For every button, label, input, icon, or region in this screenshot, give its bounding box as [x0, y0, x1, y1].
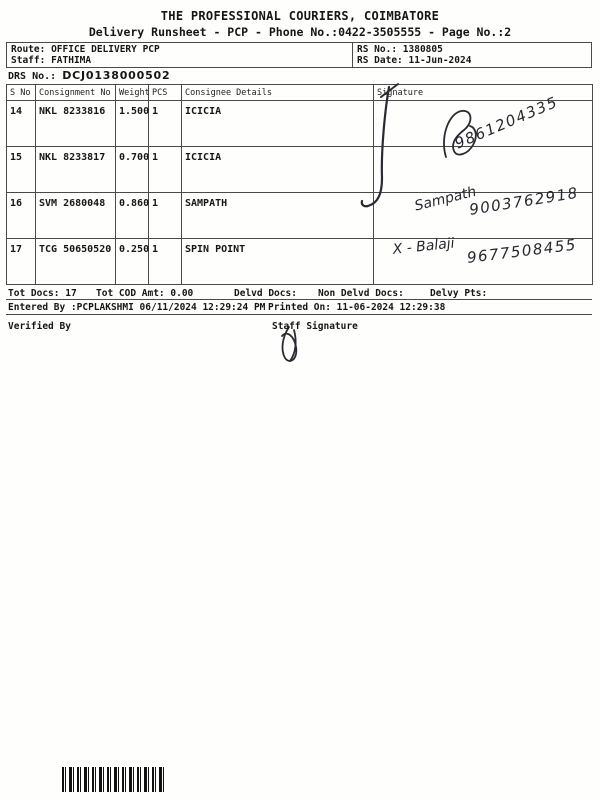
- tot-cod-value: 0.00: [170, 288, 194, 299]
- cell-consignment-no: NKL 8233817: [35, 146, 116, 193]
- divider-line: [6, 314, 592, 315]
- tot-docs-label: Tot Docs:: [8, 288, 60, 299]
- cell-weight: 0.250: [115, 238, 149, 285]
- staff-signature-scribble-tail: [289, 329, 297, 362]
- column-header-pcs: PCS: [148, 84, 182, 101]
- cell-weight: 0.700: [115, 146, 149, 193]
- rs-no-label: RS No.:: [357, 44, 398, 55]
- column-header-consignee-details: Consignee Details: [181, 84, 374, 101]
- cell-signature: [373, 146, 593, 193]
- drs-number-line: DRS No.: DCJ0138000502: [8, 69, 170, 82]
- table-header-row: S No Consignment No Weight PCS Consignee…: [6, 84, 593, 101]
- tot-cod: Tot COD Amt: 0.00: [96, 288, 193, 299]
- company-title: THE PROFESSIONAL COURIERS, COIMBATORE: [160, 9, 440, 23]
- staff-signature-label: Staff Signature: [272, 321, 358, 332]
- cell-pcs: 1: [148, 100, 182, 147]
- route-line: Route: OFFICE DELIVERY PCP: [11, 44, 348, 55]
- barcode: [62, 767, 164, 792]
- cell-signature: [373, 238, 593, 285]
- cell-s-no: 17: [6, 238, 36, 285]
- cell-pcs: 1: [148, 146, 182, 193]
- delvd-docs-label: Delvd Docs:: [234, 288, 297, 299]
- cell-consignment-no: NKL 8233816: [35, 100, 116, 147]
- rs-date-label: RS Date:: [357, 55, 403, 66]
- tot-docs: Tot Docs: 17: [8, 288, 77, 299]
- rs-no-line: RS No.: 1380805: [357, 44, 587, 55]
- rs-date-line: RS Date: 11-Jun-2024: [357, 55, 587, 66]
- cell-consignment-no: TCG 50650520: [35, 238, 116, 285]
- printed-on-line: Printed On: 11-06-2024 12:29:38: [268, 302, 446, 313]
- table-row: 15 NKL 8233817 0.700 1 ICICIA: [6, 146, 593, 193]
- tot-docs-value: 17: [65, 288, 77, 299]
- entered-by-line: Entered By :PCPLAKSHMI 06/11/2024 12:29:…: [8, 302, 266, 313]
- column-header-consignment-no: Consignment No: [35, 84, 116, 101]
- staff-label: Staff:: [11, 55, 46, 66]
- staff-value: FATHIMA: [51, 55, 92, 66]
- route-value: OFFICE DELIVERY PCP: [51, 44, 160, 55]
- rs-no-value: 1380805: [402, 44, 443, 55]
- cell-consignment-no: SVM 2680048: [35, 192, 116, 239]
- table-row: 17 TCG 50650520 0.250 1 SPIN POINT: [6, 238, 593, 285]
- column-header-signature: Signature: [373, 84, 593, 101]
- runsheet-table: S No Consignment No Weight PCS Consignee…: [6, 84, 593, 285]
- non-delvd-docs-label: Non Delvd Docs:: [318, 288, 404, 299]
- cell-s-no: 15: [6, 146, 36, 193]
- column-header-weight: Weight: [115, 84, 150, 101]
- column-header-s-no: S No: [6, 84, 36, 101]
- runsheet-subtitle: Delivery Runsheet - PCP - Phone No.:0422…: [88, 25, 512, 39]
- cell-weight: 1.500: [115, 100, 149, 147]
- cell-s-no: 16: [6, 192, 36, 239]
- drs-value: DCJ0138000502: [62, 69, 171, 82]
- rs-info-box: RS No.: 1380805 RS Date: 11-Jun-2024: [352, 42, 592, 68]
- cell-s-no: 14: [6, 100, 36, 147]
- table-row: 14 NKL 8233816 1.500 1 ICICIA: [6, 100, 593, 147]
- route-label: Route:: [11, 44, 46, 55]
- delvy-pts-label: Delvy Pts:: [430, 288, 488, 299]
- route-staff-box: Route: OFFICE DELIVERY PCP Staff: FATHIM…: [6, 42, 353, 68]
- cell-consignee: ICICIA: [181, 100, 374, 147]
- verified-by-label: Verified By: [8, 321, 71, 332]
- cell-weight: 0.860: [115, 192, 149, 239]
- staff-signature-scribble: [281, 326, 298, 362]
- cell-signature: [373, 192, 593, 239]
- cell-consignee: SPIN POINT: [181, 238, 374, 285]
- rs-date-value: 11-Jun-2024: [408, 55, 472, 66]
- drs-label: DRS No.:: [8, 71, 57, 82]
- cell-pcs: 1: [148, 238, 182, 285]
- cell-consignee: SAMPATH: [181, 192, 374, 239]
- tot-cod-label: Tot COD Amt:: [96, 288, 165, 299]
- cell-pcs: 1: [148, 192, 182, 239]
- cell-signature: [373, 100, 593, 147]
- staff-line: Staff: FATHIMA: [11, 55, 348, 66]
- divider-line: [6, 299, 592, 300]
- cell-consignee: ICICIA: [181, 146, 374, 193]
